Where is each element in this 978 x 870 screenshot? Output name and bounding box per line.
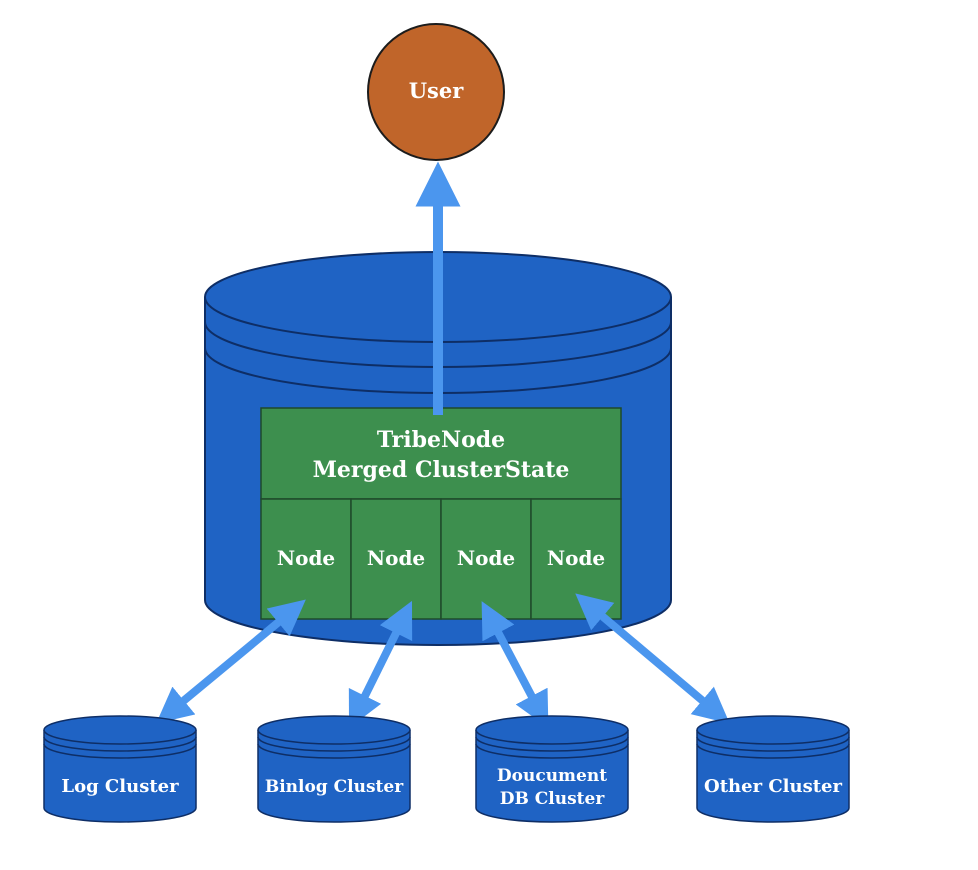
database-cylinder-icon (43, 715, 197, 823)
tribe-title: TribeNode (377, 427, 505, 453)
database-cylinder-icon (257, 715, 411, 823)
node-label: Node (277, 546, 335, 570)
node-cell: Node (530, 498, 622, 620)
tribe-node-box: TribeNode Merged ClusterState Node Node … (260, 407, 622, 620)
cluster-label: Log Cluster (61, 776, 179, 797)
user-node: User (367, 23, 505, 161)
node-cell: Node (440, 498, 532, 620)
cluster-label: Doucument (497, 766, 607, 786)
arrow-log-cluster (156, 599, 306, 724)
arrow-other-cluster (575, 593, 730, 724)
document-db-cluster: Doucument DB Cluster (475, 715, 629, 823)
cluster-label: Other Cluster (704, 776, 842, 797)
user-label: User (409, 78, 464, 103)
node-label: Node (547, 546, 605, 570)
arrow-binlog-cluster (348, 600, 413, 729)
tribe-subtitle: Merged ClusterState (313, 457, 570, 483)
node-cell: Node (350, 498, 442, 620)
other-cluster: Other Cluster (696, 715, 850, 823)
binlog-cluster: Binlog Cluster (257, 715, 411, 823)
user-circle-icon (367, 23, 505, 161)
cluster-label-line2: DB Cluster (500, 789, 606, 809)
database-cylinder-icon (475, 715, 629, 823)
arrow-document-cluster (481, 601, 549, 728)
node-cell: Node (260, 498, 352, 620)
node-label: Node (367, 546, 425, 570)
log-cluster: Log Cluster (43, 715, 197, 823)
cluster-label: Binlog Cluster (265, 777, 404, 797)
node-label: Node (457, 546, 515, 570)
database-cylinder-icon (696, 715, 850, 823)
